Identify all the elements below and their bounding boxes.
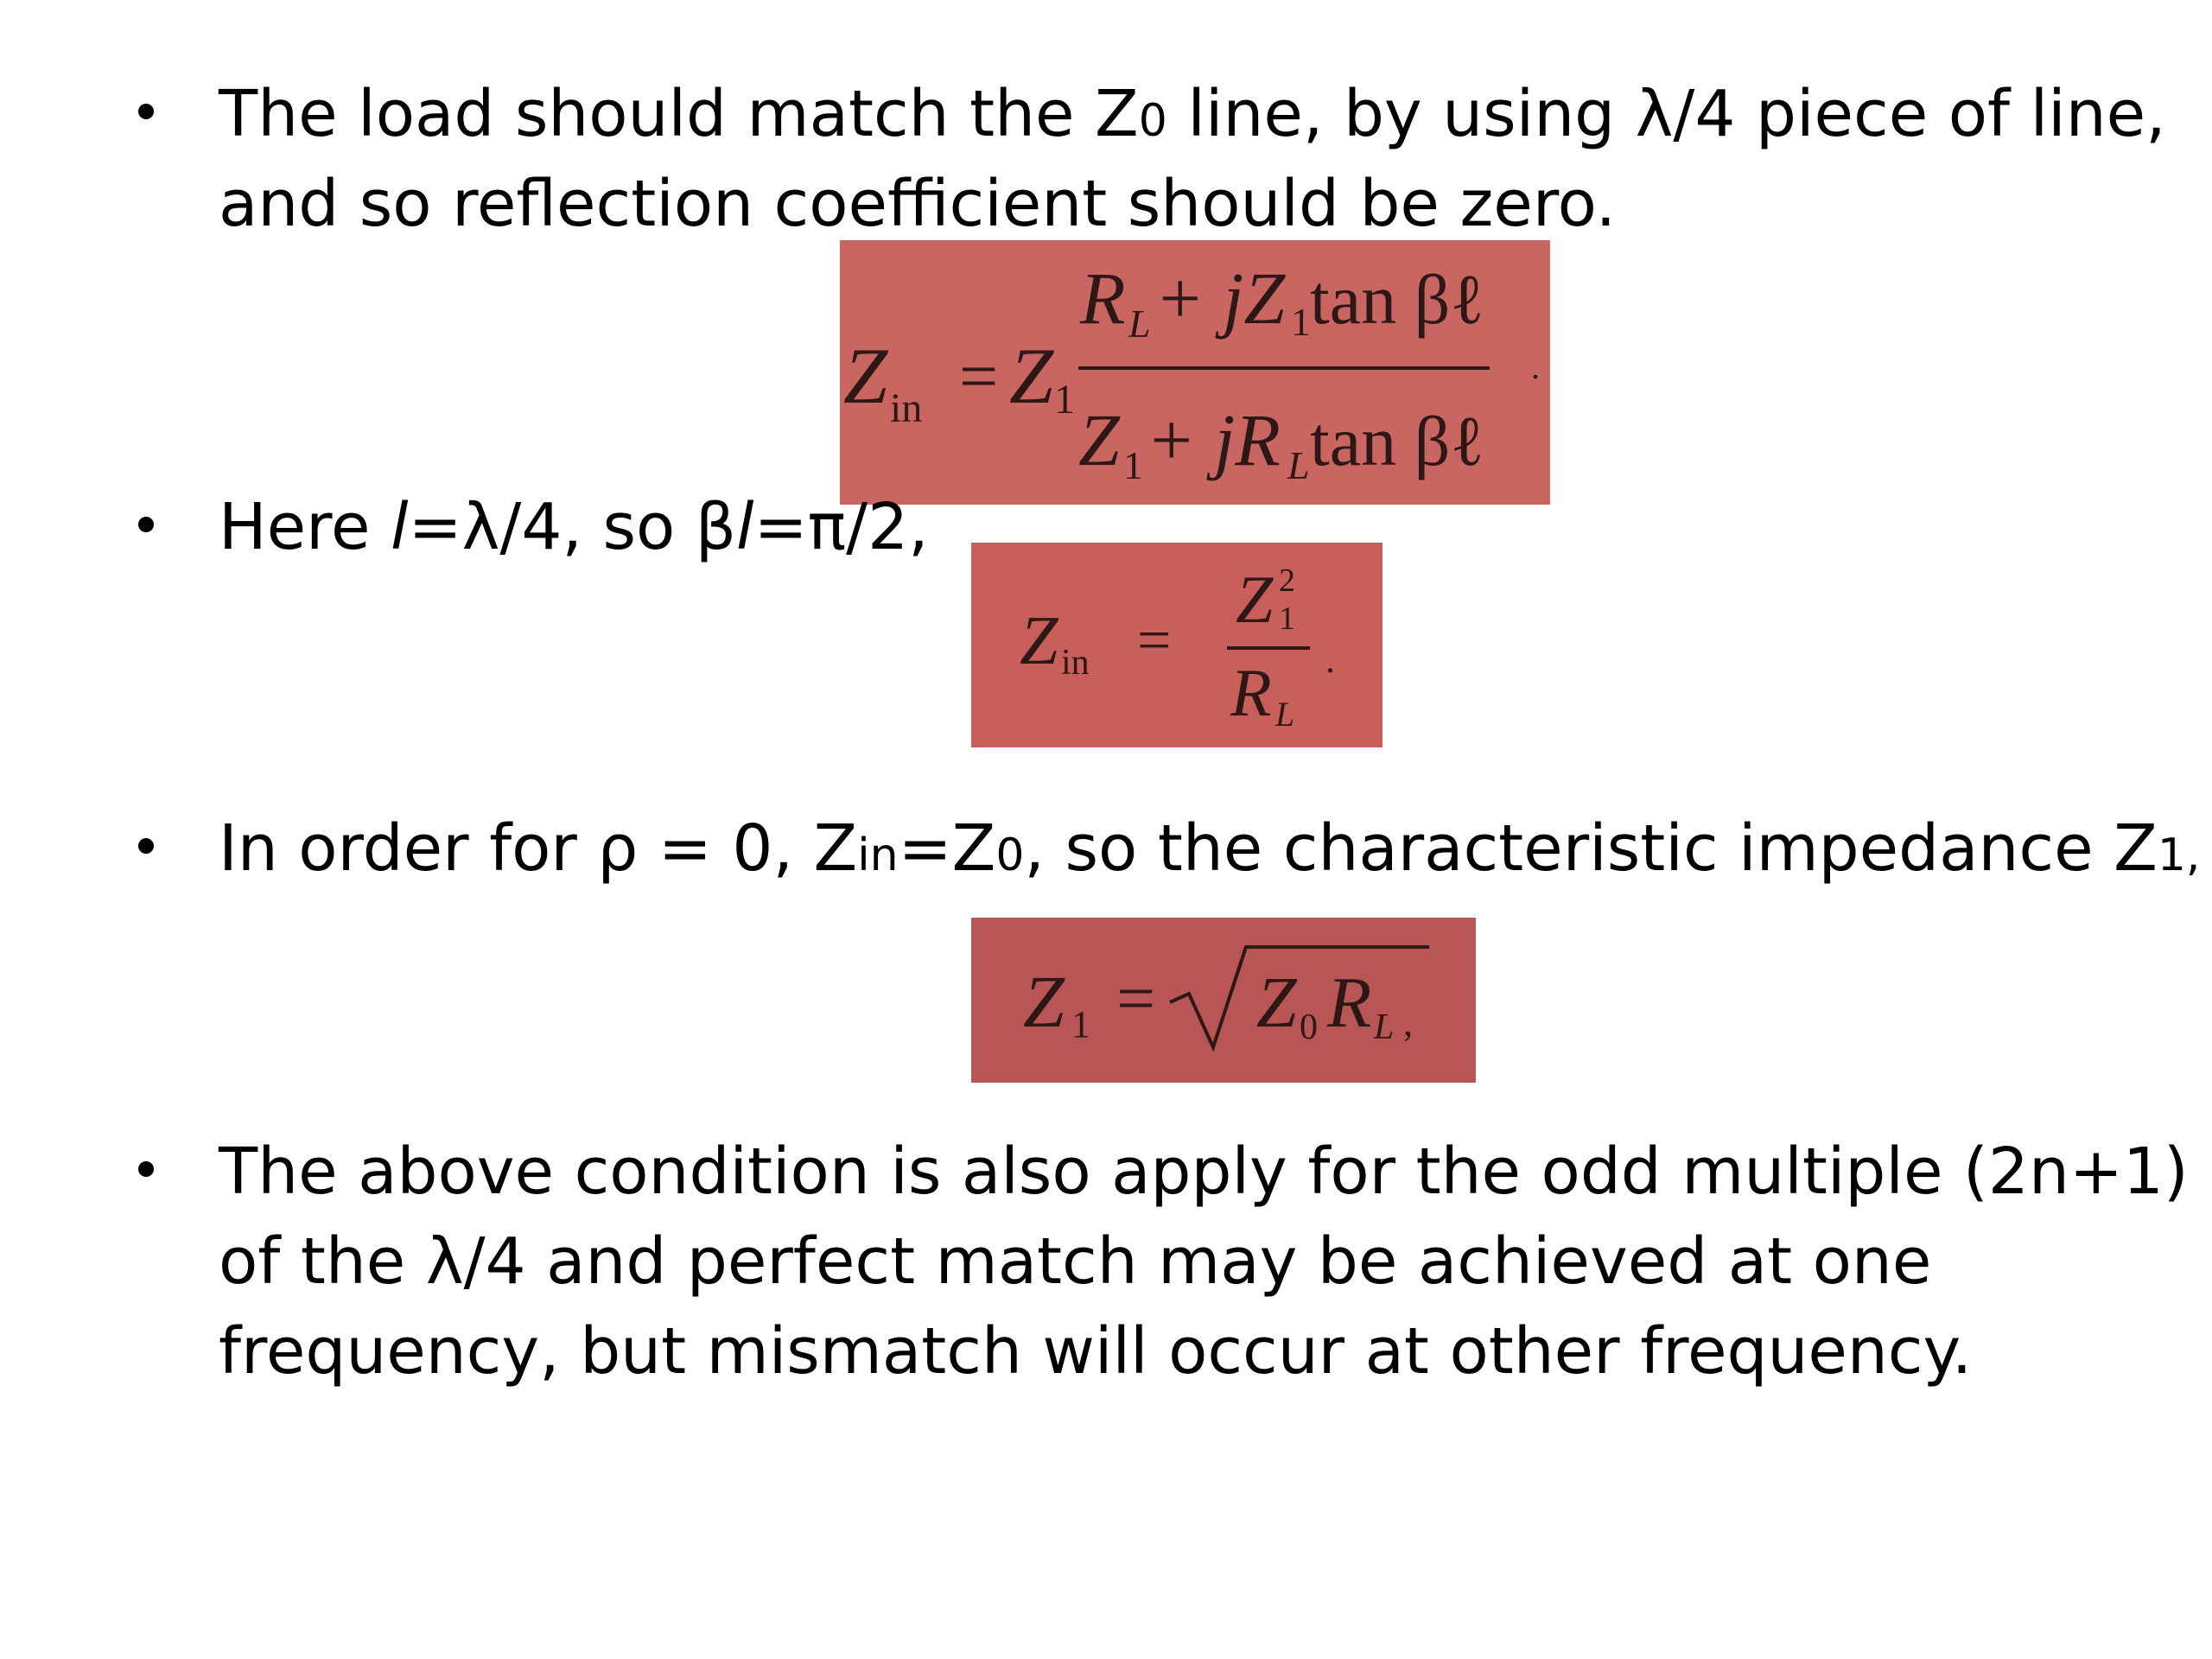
eq2-num-sub: 1 bbox=[1279, 601, 1295, 637]
eq2-lhs: Z bbox=[1020, 603, 1059, 679]
bullet-text-line2: of the λ/4 and perfect match may be achi… bbox=[219, 1217, 1931, 1306]
equation-quarter-wave-input: Z in = Z 2 1 R L . bbox=[971, 543, 1382, 747]
bullet-1-line-2: and so reflection coefficient should be … bbox=[219, 167, 1617, 241]
eq1-den-tail: tan βℓ bbox=[1310, 402, 1484, 480]
eq1-num-r: R bbox=[1079, 257, 1126, 340]
eq1-lhs-sub: in bbox=[890, 385, 922, 431]
bullet-3-sub-in: in bbox=[857, 830, 899, 881]
bullet-2-l: l bbox=[391, 490, 409, 564]
eq2-lhs-sub: in bbox=[1061, 643, 1090, 683]
eq1-den-rest: + jR bbox=[1146, 398, 1281, 481]
bullet-3-sub-0: 0 bbox=[995, 830, 1025, 881]
bullet-text-line2: and so reflection coefficient should be … bbox=[219, 159, 1616, 249]
eq1-equals: = bbox=[959, 339, 998, 415]
equation-3-svg: Z 1 = Z 0 R L , bbox=[1023, 945, 1429, 1052]
equation-1-svg: Z in = Z 1 R L + jZ 1 tan βℓ . Z 1 + jR … bbox=[843, 257, 1540, 487]
bullet-1-line-1a: The load should match the Z bbox=[219, 77, 1139, 151]
eq1-num-tail: tan βℓ bbox=[1310, 260, 1484, 339]
eq1-end: . bbox=[1531, 347, 1540, 386]
eq1-den-z: Z bbox=[1078, 398, 1121, 481]
bullet-dot bbox=[138, 104, 154, 119]
eq2-den: R bbox=[1230, 655, 1272, 730]
eq1-fraction-bar bbox=[1078, 366, 1490, 370]
bullet-dot bbox=[138, 1161, 154, 1177]
eq1-den-rest-sub: L bbox=[1287, 443, 1310, 487]
bullet-1-sub: 0 bbox=[1138, 95, 1167, 147]
bullet-4-line-2: of the λ/4 and perfect match may be achi… bbox=[219, 1224, 1932, 1299]
bullet-1-line-1b: line, by using λ/4 piece of line, bbox=[1166, 77, 2166, 151]
eq1-num-rest: + jZ bbox=[1154, 257, 1286, 340]
bullet-3-pre: In order for ρ = 0, Z bbox=[219, 811, 858, 886]
eq2-den-sub: L bbox=[1274, 695, 1294, 734]
square-root-icon bbox=[1169, 945, 1429, 1052]
bullet-text: The load should match the Z0 line, by us… bbox=[219, 69, 2166, 166]
eq1-den-z-sub: 1 bbox=[1123, 443, 1143, 487]
bullet-3-sub-1: 1, bbox=[2157, 830, 2201, 881]
eq1-coef-sub: 1 bbox=[1054, 377, 1075, 423]
bullet-dot bbox=[138, 517, 154, 532]
eq2-num: Z bbox=[1236, 562, 1274, 637]
bullet-2-l2: l bbox=[736, 490, 754, 564]
eq3-equals: = bbox=[1116, 961, 1155, 1037]
bullet-text-line3: frequency, but mismatch will occur at ot… bbox=[219, 1306, 1972, 1396]
eq2-fraction-bar bbox=[1227, 646, 1310, 650]
eq1-num-rest-sub: 1 bbox=[1291, 300, 1311, 344]
bullet-text: The above condition is also apply for th… bbox=[219, 1127, 2189, 1217]
equation-2-svg: Z in = Z 2 1 R L . bbox=[1020, 562, 1335, 734]
eq2-equals: = bbox=[1137, 607, 1171, 674]
bullet-text: In order for ρ = 0, Zin=Z0, so the chara… bbox=[219, 804, 2200, 900]
eq3-rad-b: R bbox=[1326, 963, 1371, 1043]
eq3-lhs-sub: 1 bbox=[1071, 1003, 1090, 1046]
eq1-lhs: Z bbox=[843, 332, 888, 420]
bullet-dot bbox=[138, 838, 154, 854]
eq1-coef: Z bbox=[1009, 332, 1054, 420]
bullet-4-line-1: The above condition is also apply for th… bbox=[219, 1135, 2189, 1209]
eq3-rad-a: Z bbox=[1256, 963, 1298, 1043]
eq2-end: . bbox=[1325, 639, 1335, 681]
bullet-2-mid: =λ/4, so β bbox=[408, 490, 737, 564]
eq1-num-r-sub: L bbox=[1128, 302, 1151, 346]
eq3-rad-a-sub: 0 bbox=[1300, 1007, 1318, 1047]
eq3-end: , bbox=[1403, 1001, 1413, 1044]
equation-characteristic-impedance: Z 1 = Z 0 R L , bbox=[971, 918, 1476, 1083]
bullet-2-pre: Here bbox=[219, 490, 391, 564]
bullet-3-post: , so the characteristic impedance Z bbox=[1024, 811, 2158, 886]
eq3-rad-b-sub: L bbox=[1373, 1007, 1394, 1047]
bullet-3-mid: =Z bbox=[898, 811, 996, 886]
bullet-4-line-3: frequency, but mismatch will occur at ot… bbox=[219, 1314, 1973, 1389]
bullet-2-post: =π/2, bbox=[753, 490, 929, 564]
equation-input-impedance: Z in = Z 1 R L + jZ 1 tan βℓ . Z 1 + jR … bbox=[840, 240, 1550, 505]
eq2-num-sup: 2 bbox=[1279, 563, 1295, 599]
bullet-text: Here l=λ/4, so βl=π/2, bbox=[219, 482, 929, 572]
eq3-lhs: Z bbox=[1023, 960, 1065, 1043]
